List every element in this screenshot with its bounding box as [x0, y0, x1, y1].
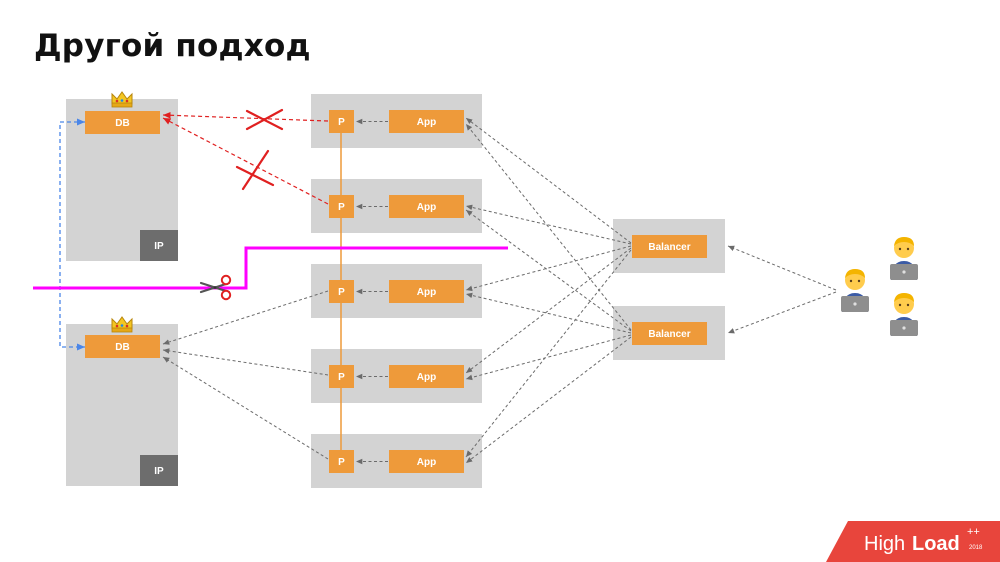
cross-icon [235, 149, 275, 191]
balancer-bottom: Balancer [613, 306, 725, 360]
proxy-app-blocks: P App P App P App P App P App [329, 110, 464, 473]
user-laptop-icon [890, 293, 918, 336]
highload-logo: High Load ++ 2018 [826, 521, 1000, 562]
proxy-to-db-links [162, 290, 329, 460]
ip-block-bottom [140, 455, 178, 486]
scissors-icon [199, 274, 232, 301]
logo-plus: ++ [967, 526, 980, 538]
logo-high: High [864, 533, 905, 555]
proxy-label: P [338, 202, 345, 213]
balancer-label: Balancer [648, 242, 690, 253]
network-partition-line [33, 246, 508, 290]
users-to-balancer-links [727, 245, 837, 334]
app-label: App [417, 287, 436, 298]
failed-db-links [162, 111, 329, 205]
balancer-to-app-links [465, 117, 632, 464]
db-label-top: DB [115, 118, 129, 129]
db-block-top [85, 111, 160, 134]
replication-link [59, 118, 85, 351]
cross-icon [245, 108, 284, 131]
ip-label-top: IP [154, 241, 164, 252]
db-label-bottom: DB [115, 342, 129, 353]
balancer-top: Balancer [613, 219, 725, 273]
app-label: App [417, 202, 436, 213]
proxy-label: P [338, 287, 345, 298]
db-server-top: DB IP [66, 99, 178, 261]
page-title: Другой подход [34, 28, 311, 64]
db-server-bottom: DB IP [66, 324, 178, 486]
proxy-label: P [338, 372, 345, 383]
crown-icon [111, 91, 133, 108]
crown-icon [111, 316, 133, 333]
balancer-label: Balancer [648, 329, 690, 340]
app-label: App [417, 457, 436, 468]
ip-block-top [140, 230, 178, 261]
proxy-label: P [338, 457, 345, 468]
proxy-label: P [338, 117, 345, 128]
logo-year: 2018 [969, 545, 983, 551]
app-label: App [417, 117, 436, 128]
user-laptop-icon [841, 269, 869, 312]
app-label: App [417, 372, 436, 383]
db-block-bottom [85, 335, 160, 358]
logo-load: Load [912, 533, 960, 555]
ip-label-bottom: IP [154, 466, 164, 477]
user-laptop-icon [890, 237, 918, 280]
